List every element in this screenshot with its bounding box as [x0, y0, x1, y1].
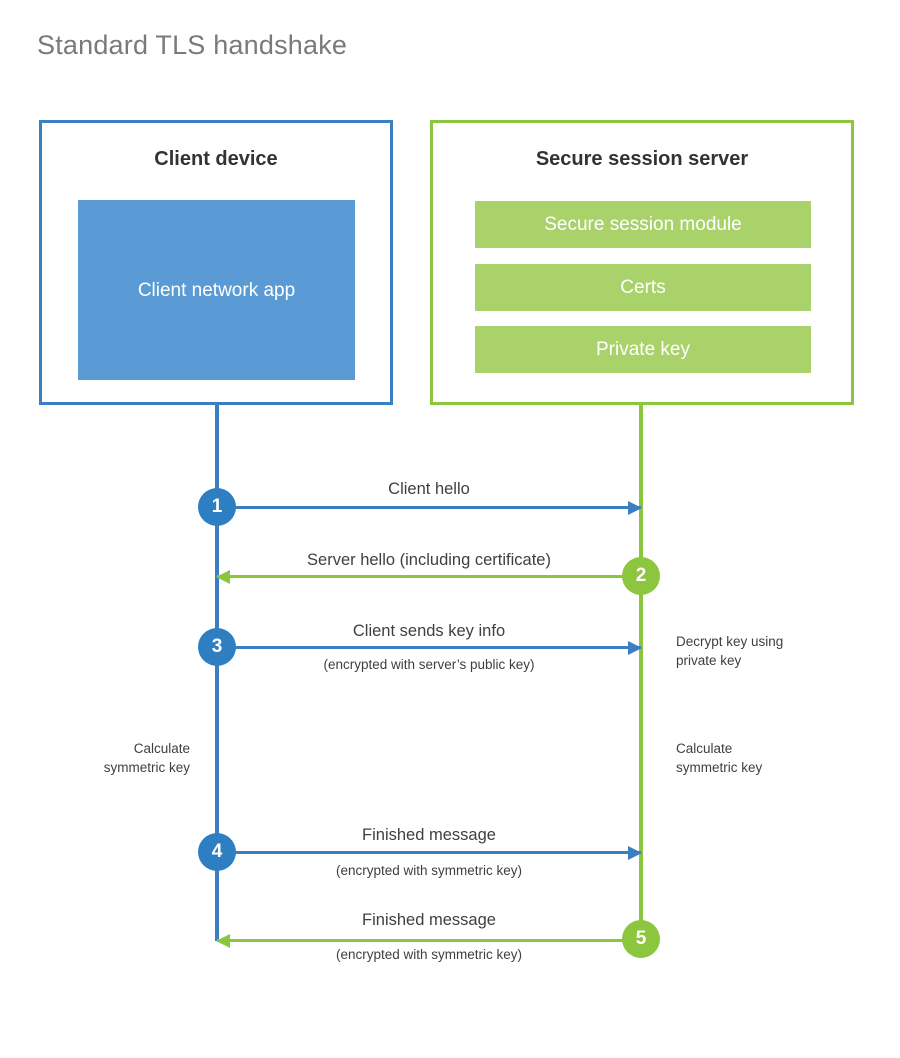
secure-session-server-title: Secure session server — [535, 148, 749, 170]
arrowhead-right-icon — [628, 845, 642, 860]
client-lifeline — [215, 405, 219, 941]
client-device-title: Client device — [154, 148, 278, 170]
message-label-step-2: Server hello (including certificate) — [307, 551, 551, 569]
arrow-step-2 — [216, 569, 641, 584]
arrowhead-right-icon — [628, 640, 642, 655]
arrowhead-left-icon — [216, 933, 230, 948]
arrowhead-left-icon — [216, 569, 230, 584]
step-badge-1: 1 — [198, 488, 236, 526]
message-sublabel-step-4: (encrypted with symmetric key) — [335, 863, 523, 878]
step-badge-3: 3 — [198, 628, 236, 666]
server-block-private-key: Private key — [475, 326, 811, 373]
page-title: Standard TLS handshake — [37, 30, 348, 60]
client-network-app-block: Client network app — [78, 200, 355, 380]
message-label-step-5: Finished message — [362, 911, 496, 929]
step-badge-4: 4 — [198, 833, 236, 871]
server-block-certs: Certs — [475, 264, 811, 311]
server-lifeline — [639, 405, 643, 941]
client-note-calculate-symmetric-key: Calculate symmetric key — [103, 741, 190, 775]
message-label-step-4: Finished message — [362, 826, 496, 844]
message-label-step-1: Client hello — [388, 480, 470, 498]
server-note-decrypt-key: Decrypt key using private key — [676, 634, 784, 668]
arrowhead-right-icon — [628, 500, 642, 515]
arrow-step-4 — [217, 845, 642, 860]
server-note-calculate-symmetric-key: Calculate symmetric key — [676, 741, 763, 775]
arrow-step-1 — [217, 500, 642, 515]
arrow-step-5 — [216, 933, 641, 948]
message-sublabel-step-5: (encrypted with symmetric key) — [335, 947, 523, 962]
step-badge-2: 2 — [622, 557, 660, 595]
server-block-secure-session-module: Secure session module — [475, 201, 811, 248]
step-badge-5: 5 — [622, 920, 660, 958]
secure-session-server-box: Secure session server Secure session mod… — [430, 120, 854, 405]
message-sublabel-step-3: (encrypted with server’s public key) — [323, 657, 535, 672]
arrow-step-3 — [217, 640, 642, 655]
message-label-step-3: Client sends key info — [352, 622, 506, 640]
client-device-box: Client device Client network app — [39, 120, 393, 405]
